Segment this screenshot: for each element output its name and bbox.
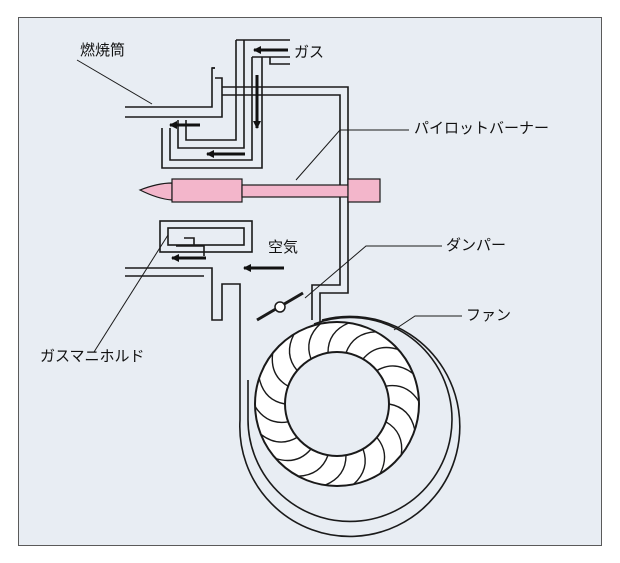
damper [256,291,304,322]
fan-blade [388,403,416,430]
fan-blade [275,448,312,462]
pilot-burner [138,178,381,203]
label-combustion-tube: 燃焼筒 [80,41,126,59]
fan-blade [308,323,321,360]
fan-blade [353,448,366,485]
fan-blade [385,421,403,455]
label-fan: ファン [466,306,512,324]
label-damper: ダンパー [446,236,507,254]
fan-blade [376,436,386,475]
label-pilot-burner: パイロットバーナー [414,119,550,137]
fan-blade [362,346,399,360]
fan-blade [324,455,347,486]
leader-lines [76,59,462,353]
label-gas-manifold: ガスマニホルド [40,347,145,365]
combustion-tube [125,39,349,322]
label-air: 空気 [268,238,299,256]
fan-blade [260,433,298,443]
fan-blade [254,406,289,424]
fan-duct [125,267,461,538]
fan-blade [258,378,286,405]
fan-blade [298,454,329,477]
gas-manifold [159,220,253,256]
fan-blade [327,322,350,353]
fan-wheel [254,321,420,487]
fan-blade [385,384,420,402]
fan-blade [376,365,414,375]
manifold-flow-arrows [171,254,284,272]
fan-blade [271,353,289,387]
fan-blade [288,333,298,372]
gas-flow-arrows [169,46,288,158]
label-gas: ガス [294,43,325,61]
fan-blade [345,331,376,354]
